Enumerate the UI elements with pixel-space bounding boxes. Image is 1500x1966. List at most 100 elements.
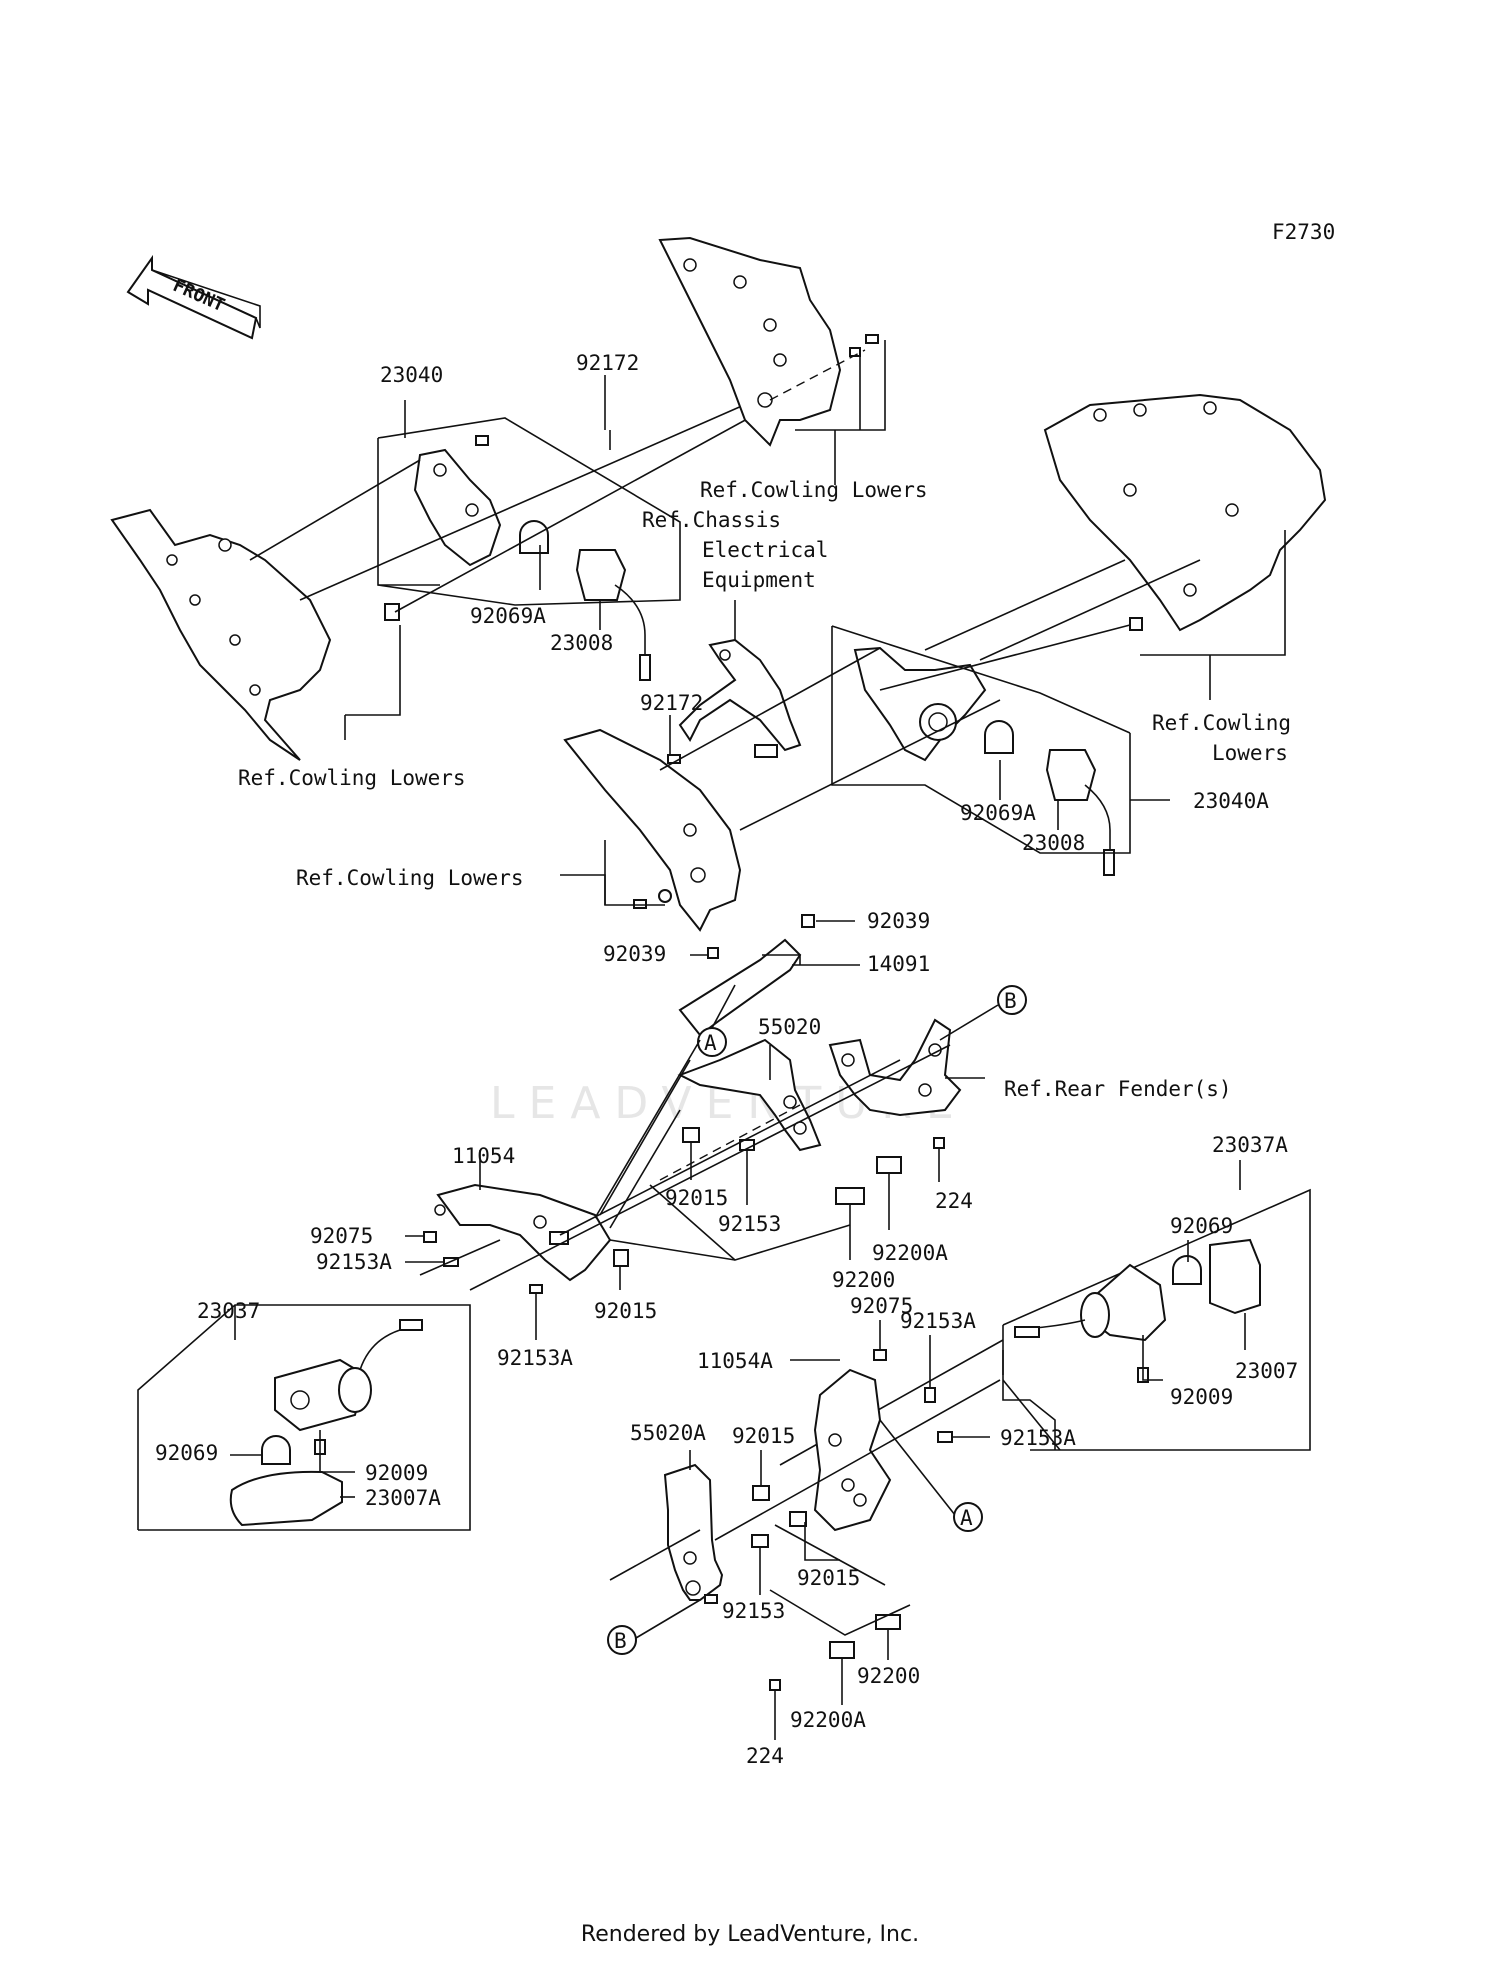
label-92015-b2: 92015 <box>797 1566 860 1590</box>
label-92069A-right: 92069A <box>960 801 1036 825</box>
plate-92200A-b-part <box>829 1641 855 1659</box>
svg-text:A: A <box>704 1031 717 1055</box>
front-arrow-icon: FRONT <box>126 254 261 340</box>
label-92172-top: 92172 <box>576 351 639 375</box>
plate-92200A-top-part <box>876 1156 902 1174</box>
center-bracket-part <box>678 638 802 758</box>
lens-23007-right-part <box>1209 1238 1261 1315</box>
label-92200-top: 92200 <box>832 1268 895 1292</box>
bracket-11054-left-part <box>434 1183 612 1282</box>
label-55020: 55020 <box>758 1015 821 1039</box>
label-92153A-b1: 92153A <box>900 1309 976 1333</box>
label-92009-right: 92009 <box>1170 1385 1233 1409</box>
screw-92039-left-part <box>707 947 719 959</box>
label-92075-bottom: 92075 <box>850 1294 913 1318</box>
label-ref-chassis-3: Equipment <box>702 568 816 592</box>
callout-b-bottom <box>607 1625 637 1655</box>
screw-92153A-b1-part <box>924 1387 936 1403</box>
screw-92075-left-part <box>423 1231 437 1243</box>
diagram-code: F2730 <box>1272 220 1335 244</box>
collar-92015-top-part <box>682 1127 700 1143</box>
step-bracket-55020A-part <box>663 1463 724 1604</box>
label-23040A: 23040A <box>1193 789 1269 813</box>
right-turn-signal-bracket-part <box>853 646 987 762</box>
label-92069-right: 92069 <box>1170 1214 1233 1238</box>
callout-b-top <box>997 985 1027 1015</box>
screw-92039-right-part <box>801 914 815 928</box>
label-92200A-top: 92200A <box>872 1241 948 1265</box>
label-224-b: 224 <box>746 1744 784 1768</box>
label-92069A-left: 92069A <box>470 604 546 628</box>
step-bracket-55020-part <box>677 1038 822 1152</box>
label-ref-cowling-lowers-left: Ref.Cowling Lowers <box>238 766 466 790</box>
label-23037A: 23037A <box>1212 1133 1288 1157</box>
label-92039-right: 92039 <box>867 909 930 933</box>
collar-92015-b2-part <box>789 1511 807 1527</box>
label-23007A: 23007A <box>365 1486 441 1510</box>
socket-23008-right-part <box>1045 749 1097 801</box>
label-92153A-mid: 92153A <box>497 1346 573 1370</box>
bolt-92153-b-part <box>751 1534 769 1548</box>
center-cowling-lower-part <box>658 236 842 447</box>
label-23007: 23007 <box>1235 1359 1298 1383</box>
screw-224-top-part <box>933 1137 945 1149</box>
left-cowling-lower-part <box>110 508 332 761</box>
label-ref-chassis-1: Ref.Chassis <box>642 508 781 532</box>
collar-92015-b1-part <box>752 1485 770 1501</box>
svg-text:B: B <box>614 1629 627 1653</box>
socket-23008-left-part <box>575 549 627 601</box>
rear-fender-bracket-part <box>828 1018 962 1117</box>
label-14091: 14091 <box>867 952 930 976</box>
label-ref-cowling-lowers-right-1: Ref.Cowling <box>1152 711 1291 735</box>
footer-credit: Rendered by LeadVenture, Inc. <box>580 1922 920 1947</box>
bulb-92069-left-part <box>261 1435 291 1465</box>
turn-signal-23037A-right-part <box>1014 1263 1167 1342</box>
collar-left-part <box>384 603 400 621</box>
label-92015-mid: 92015 <box>594 1299 657 1323</box>
left-turn-signal-bracket-part <box>413 448 502 567</box>
label-11054: 11054 <box>452 1144 515 1168</box>
label-92075-left: 92075 <box>310 1224 373 1248</box>
mid-cowling-lower-part <box>563 728 742 932</box>
label-92153-top: 92153 <box>718 1212 781 1236</box>
bulb-92069A-right-part <box>984 720 1014 754</box>
label-ref-chassis-2: Electrical <box>702 538 828 562</box>
label-92153A-left: 92153A <box>316 1250 392 1274</box>
svg-text:A: A <box>960 1506 973 1530</box>
right-cowling-lower-part <box>1043 393 1327 632</box>
label-92039-left: 92039 <box>603 942 666 966</box>
label-92015-top: 92015 <box>665 1186 728 1210</box>
label-ref-cowling-lowers-right-2: Lowers <box>1212 741 1288 765</box>
svg-text:B: B <box>1004 989 1017 1013</box>
label-23037: 23037 <box>197 1299 260 1323</box>
label-ref-cowling-lowers-top: Ref.Cowling Lowers <box>700 478 928 502</box>
lens-23007A-left-part <box>229 1470 343 1527</box>
label-92153-b: 92153 <box>722 1599 785 1623</box>
plate-92200-b-part <box>875 1614 901 1630</box>
plate-92200-top-part <box>835 1187 865 1205</box>
label-92069-left: 92069 <box>155 1441 218 1465</box>
bracket-11054A-right-part <box>813 1368 892 1532</box>
label-92153A-b2: 92153A <box>1000 1426 1076 1450</box>
label-23040: 23040 <box>380 363 443 387</box>
turn-signal-23037-left-part <box>274 1319 423 1432</box>
screw-92172-top-part <box>475 435 489 446</box>
label-224-top: 224 <box>935 1189 973 1213</box>
label-92200-b: 92200 <box>857 1664 920 1688</box>
label-ref-rear-fender: Ref.Rear Fender(s) <box>1004 1077 1232 1101</box>
label-55020A: 55020A <box>630 1421 706 1445</box>
bulb-92069A-left-part <box>519 520 549 554</box>
screw-92075-bottom-part <box>873 1349 887 1361</box>
label-11054A: 11054A <box>697 1349 773 1373</box>
label-92200A-b: 92200A <box>790 1708 866 1732</box>
label-92172-mid: 92172 <box>640 691 703 715</box>
screw-92153A-mid-part <box>529 1284 543 1294</box>
label-92009-left: 92009 <box>365 1461 428 1485</box>
callout-a-bottom <box>953 1502 983 1532</box>
label-92015-b1: 92015 <box>732 1424 795 1448</box>
collar-right-part <box>1129 617 1143 631</box>
bulb-92069-right-part <box>1172 1255 1202 1285</box>
screw-224-b-part <box>769 1679 781 1691</box>
